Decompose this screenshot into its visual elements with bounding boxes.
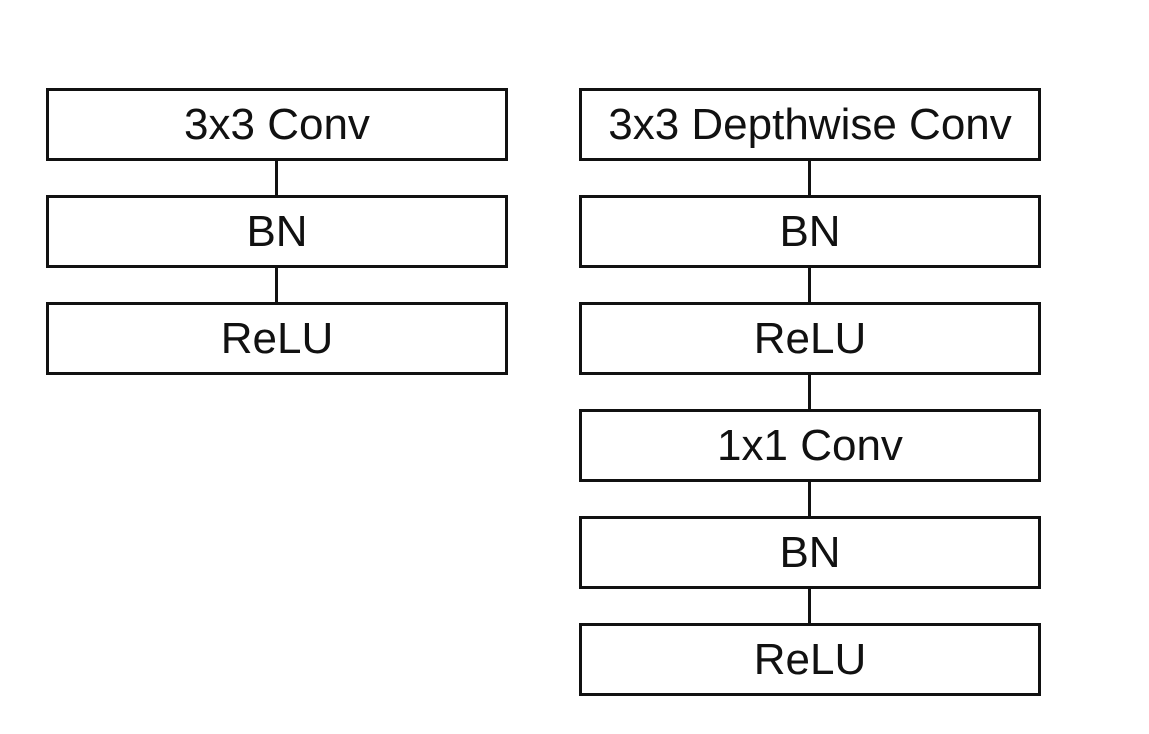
batchnorm-block: BN <box>46 195 508 268</box>
depthwise-separable-block-stack: 3x3 Depthwise Conv BN ReLU 1x1 Conv BN R… <box>579 88 1041 696</box>
relu-block: ReLU <box>46 302 508 375</box>
batchnorm-block: BN <box>579 516 1041 589</box>
connector-line <box>808 375 811 409</box>
relu-block: ReLU <box>579 302 1041 375</box>
connector-line <box>808 161 811 195</box>
pointwise-conv-block: 1x1 Conv <box>579 409 1041 482</box>
connector-line <box>808 268 811 302</box>
connector-line <box>808 482 811 516</box>
connector-line <box>275 268 278 302</box>
connector-line <box>275 161 278 195</box>
depthwise-conv-block: 3x3 Depthwise Conv <box>579 88 1041 161</box>
standard-conv-block-stack: 3x3 Conv BN ReLU <box>46 88 508 375</box>
relu-block: ReLU <box>579 623 1041 696</box>
batchnorm-block: BN <box>579 195 1041 268</box>
conv3x3-block: 3x3 Conv <box>46 88 508 161</box>
connector-line <box>808 589 811 623</box>
